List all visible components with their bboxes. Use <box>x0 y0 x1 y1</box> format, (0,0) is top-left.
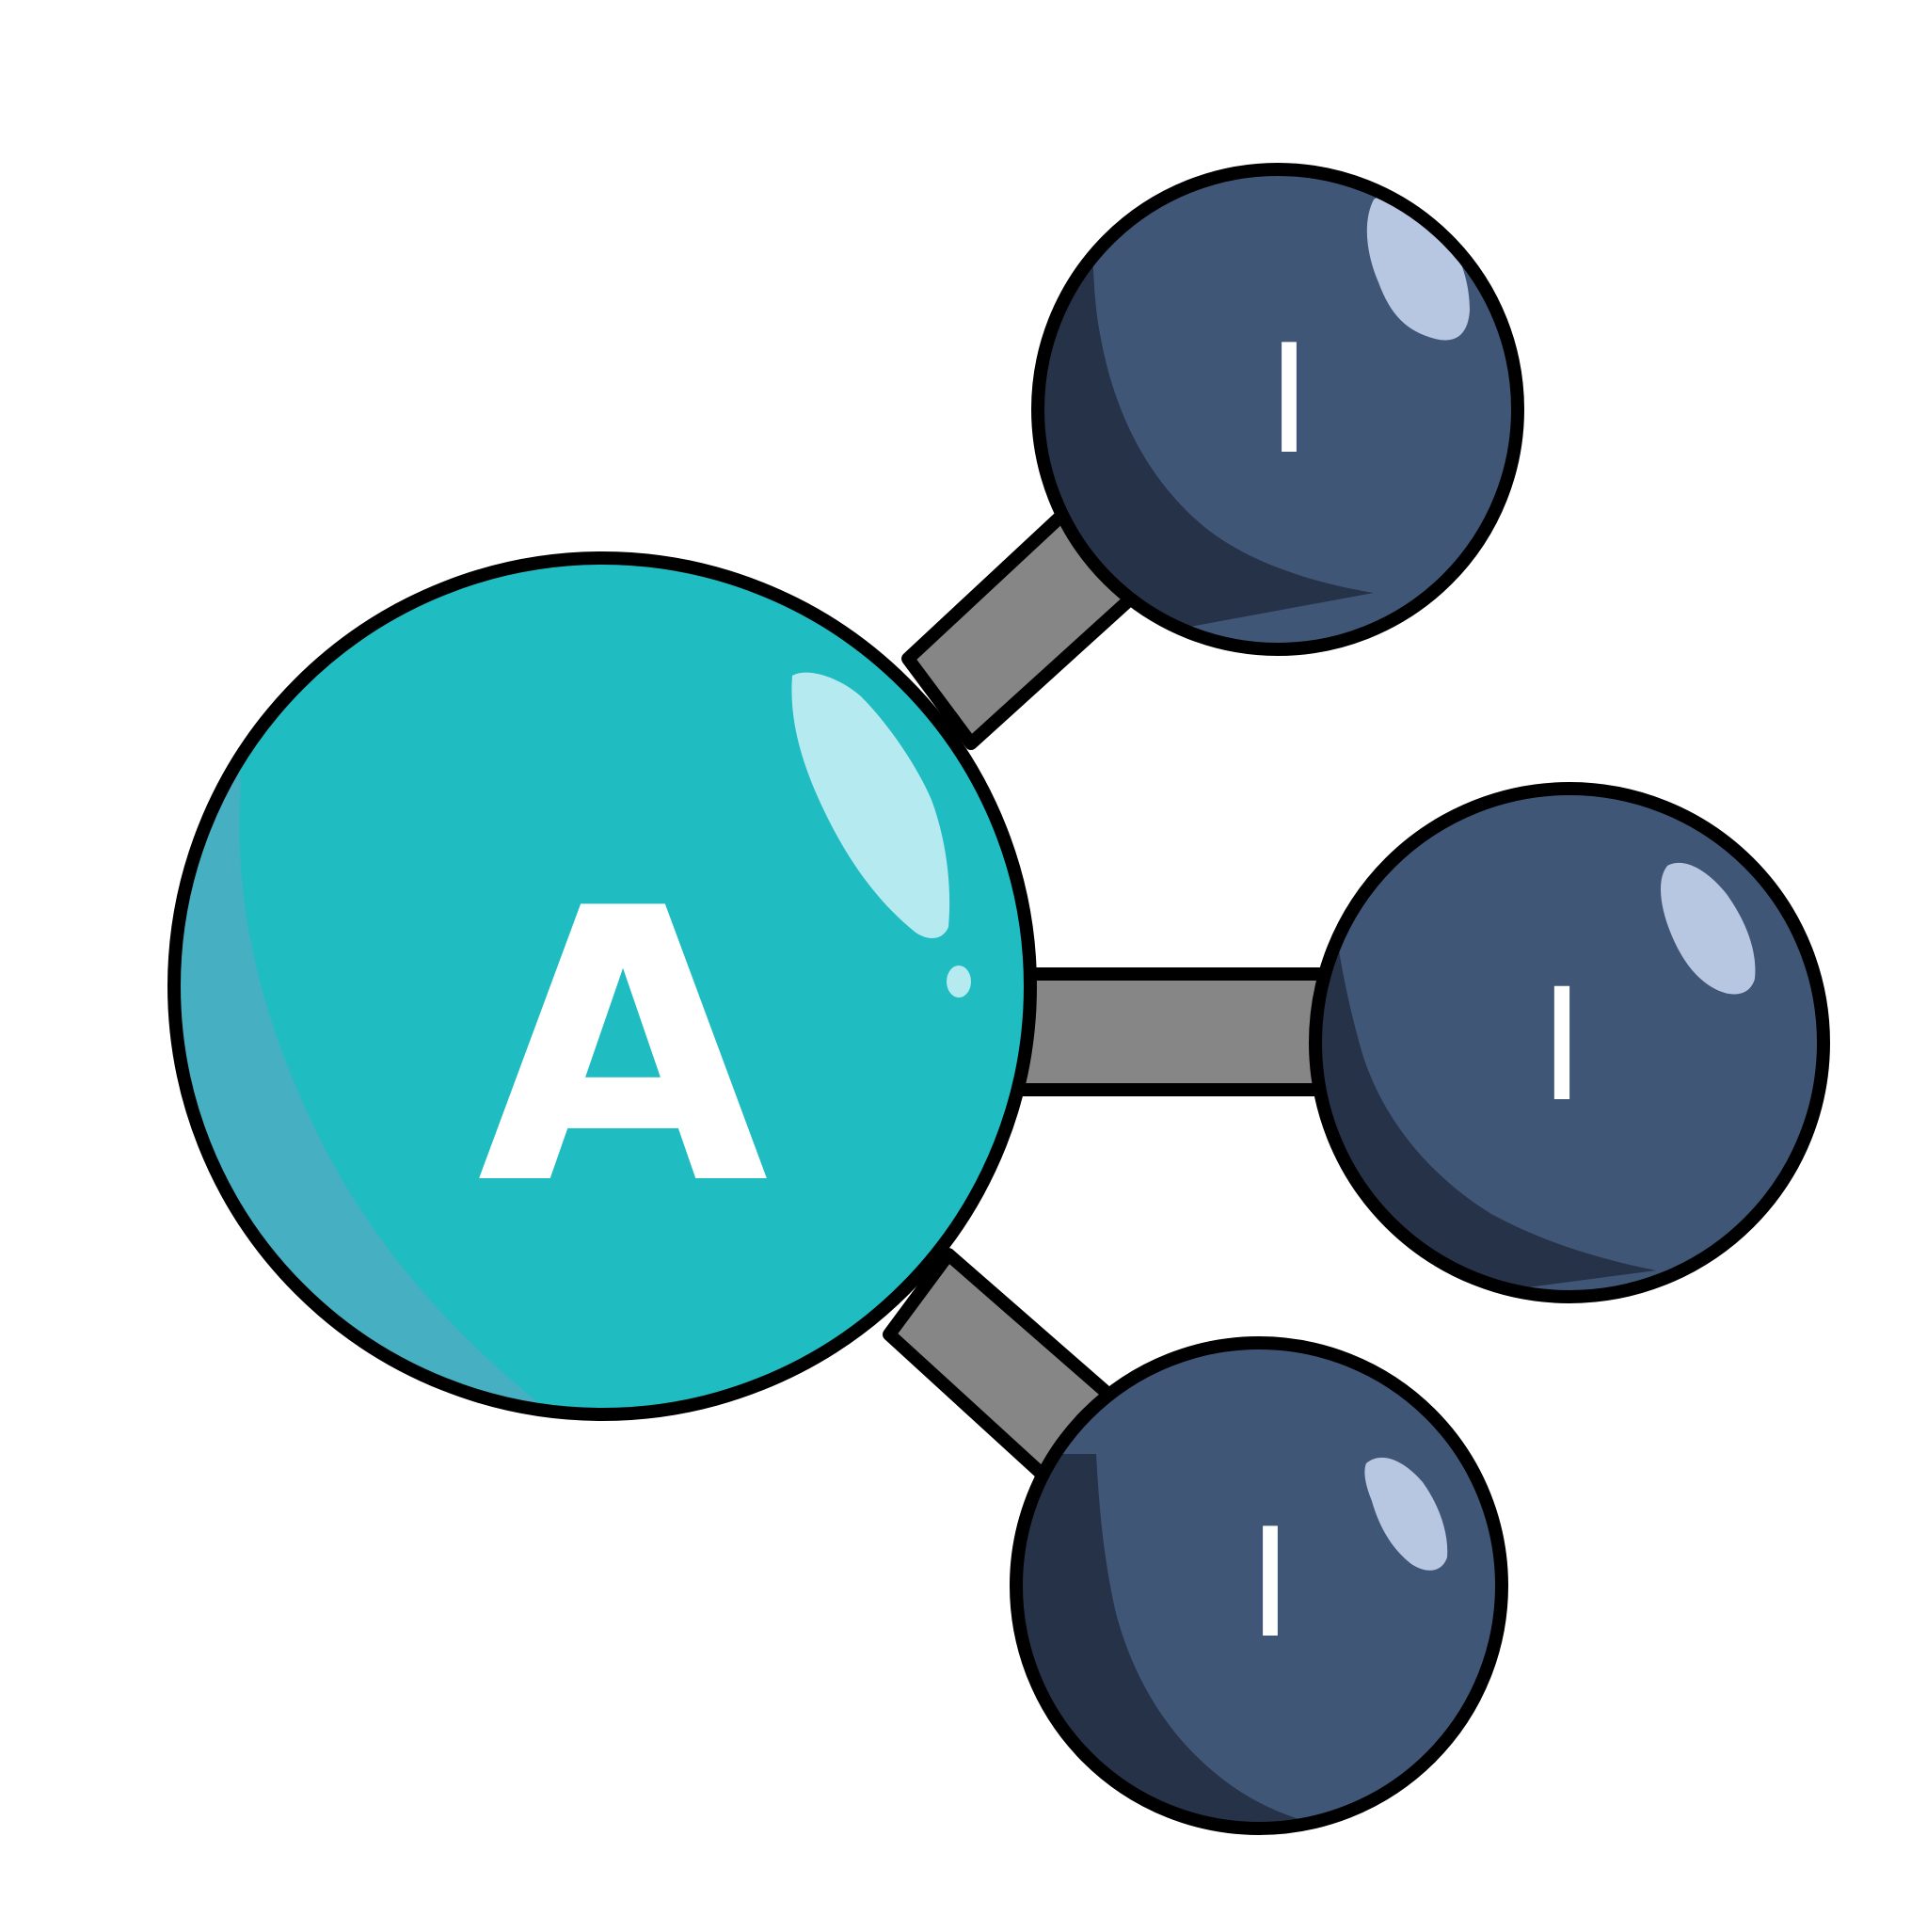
central-atom: A <box>167 551 1037 1421</box>
outer-atom-middle-outline <box>1309 782 1830 1303</box>
central-atom-highlight <box>791 672 950 938</box>
outer-atom-top-shadow <box>1038 202 1374 649</box>
outer-atom-top-label: I <box>1266 311 1311 487</box>
outer-atom-top-outline <box>1031 163 1524 656</box>
outer-atom-bottom-outline <box>1010 1336 1508 1835</box>
outer-atom-middle: I <box>1309 782 1830 1303</box>
central-atom-outline <box>167 551 1037 1421</box>
central-atom-highlight-dot <box>947 966 971 998</box>
central-atom-label: A <box>477 830 772 1268</box>
outer-atom-bottom-label: I <box>1248 1495 1292 1671</box>
bond-a-i-middle <box>1010 967 1333 1096</box>
outer-atom-bottom-highlight <box>1364 1457 1448 1571</box>
outer-atom-middle-highlight <box>1660 862 1756 995</box>
outer-atom-bottom-shadow <box>1016 1454 1355 1828</box>
outer-atom-bottom: I <box>1010 1336 1508 1835</box>
outer-atom-top-highlight <box>1366 195 1470 341</box>
outer-atom-top: I <box>1031 163 1524 656</box>
outer-atom-middle-label: I <box>1539 955 1585 1136</box>
